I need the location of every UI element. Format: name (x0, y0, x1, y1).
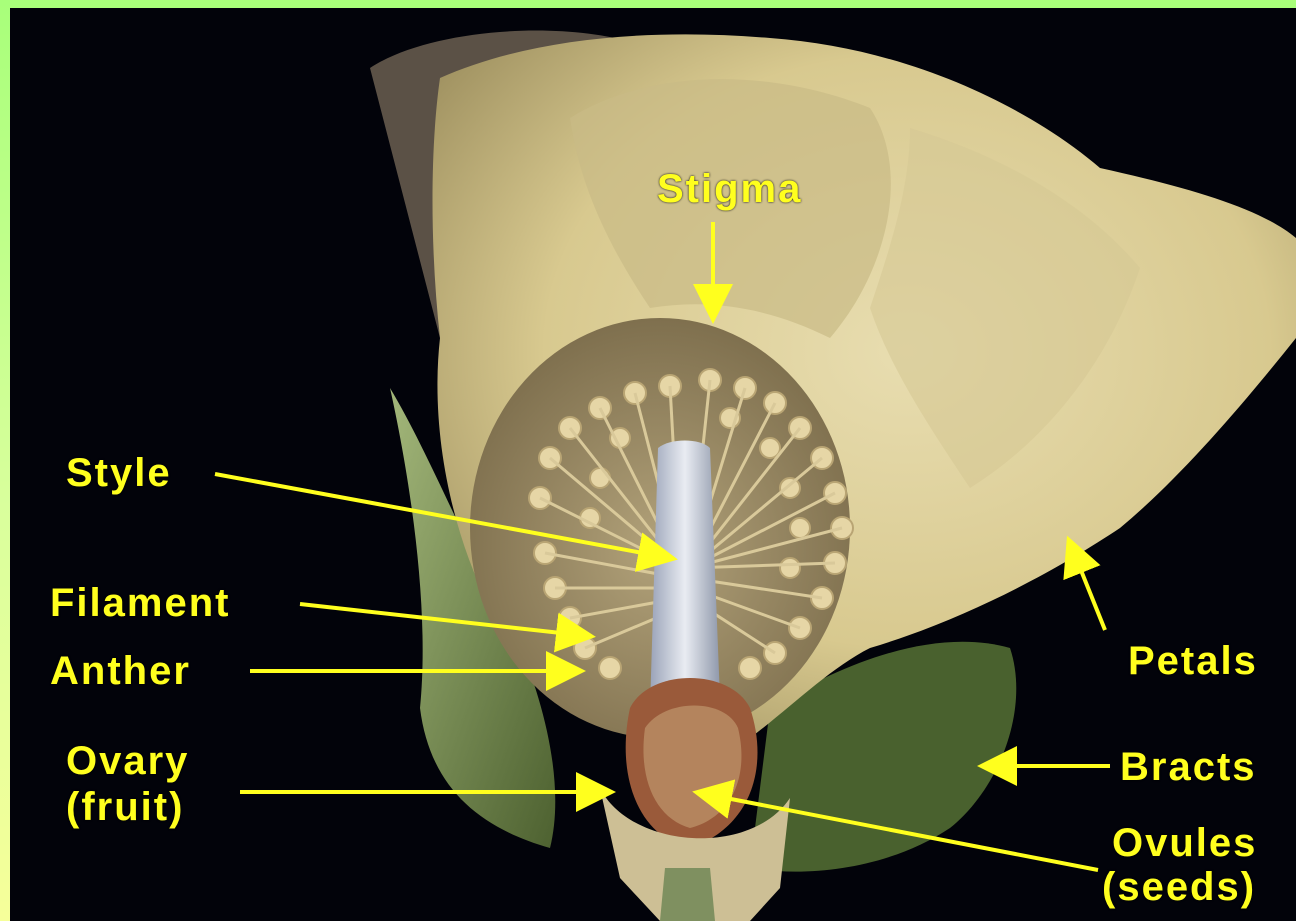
cotton-flower-photo: Stigma Style Filament Anther Ovary (frui… (10, 8, 1296, 921)
label-ovules: Ovules (1112, 820, 1257, 866)
label-petals: Petals (1128, 638, 1258, 684)
flower-cross-section (10, 8, 1296, 921)
label-bracts: Bracts (1120, 744, 1257, 790)
stem (660, 868, 715, 921)
label-seeds: (seeds) (1102, 864, 1256, 910)
label-filament: Filament (50, 580, 230, 626)
label-fruit: (fruit) (66, 784, 184, 830)
style-column (650, 441, 720, 709)
label-style: Style (66, 450, 172, 496)
label-stigma: Stigma (657, 166, 802, 212)
label-ovary: Ovary (66, 738, 189, 784)
label-anther: Anther (50, 648, 191, 694)
